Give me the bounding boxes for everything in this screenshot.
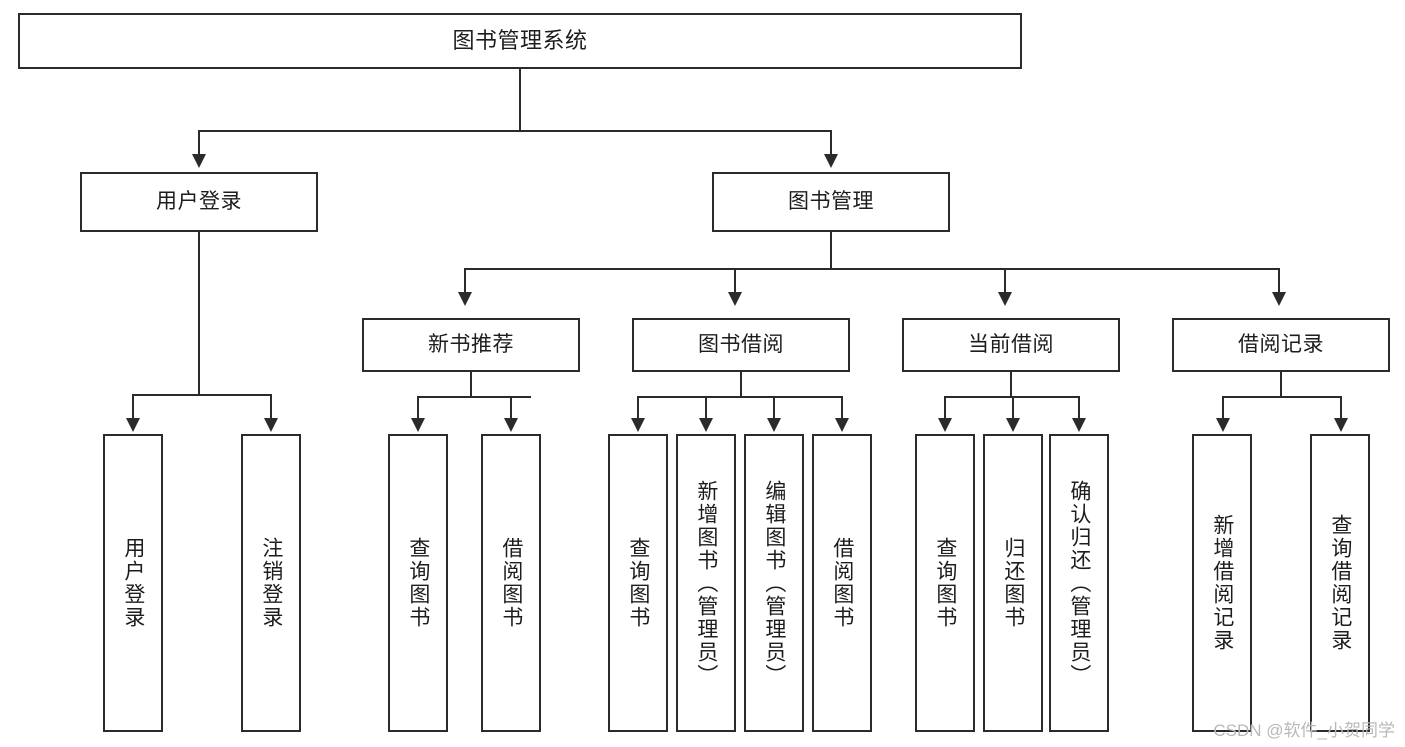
leaf-book-borrow-add[interactable]: 新增图书（管理员）	[676, 434, 736, 732]
arrow-bm-to-new-book	[458, 292, 472, 306]
arrow-book-borrow-to-leaf-2	[699, 418, 713, 432]
node-new-book-recommend[interactable]: 新书推荐	[362, 318, 580, 372]
connector-borrow-record-to-leaf-1	[1222, 396, 1224, 420]
arrow-borrow-record-to-leaf-2	[1334, 418, 1348, 432]
arrow-user-login-to-leaf-2	[264, 418, 278, 432]
node-label: 编辑图书（管理员）	[762, 479, 786, 687]
connector-new-book-to-leaf-2	[510, 396, 512, 420]
node-label: 图书管理	[788, 189, 874, 213]
leaf-book-borrow-borrow[interactable]: 借阅图书	[812, 434, 872, 732]
node-book-borrow[interactable]: 图书借阅	[632, 318, 850, 372]
arrow-bm-to-borrow-record	[1272, 292, 1286, 306]
node-label: 查询图书	[933, 537, 957, 629]
connector-new-book-stem	[470, 372, 472, 398]
node-label: 借阅图书	[499, 537, 523, 629]
connector-current-borrow-to-leaf-2	[1012, 396, 1014, 420]
arrow-book-borrow-to-leaf-3	[767, 418, 781, 432]
connector-bm-to-borrow-record	[1278, 268, 1280, 294]
arrow-current-borrow-to-leaf-1	[938, 418, 952, 432]
node-label: 用户登录	[156, 189, 242, 213]
node-label: 注销登录	[259, 537, 283, 629]
arrow-root-to-user-login	[192, 154, 206, 168]
leaf-borrow-record-add[interactable]: 新增借阅记录	[1192, 434, 1252, 732]
connector-book-borrow-to-leaf-3	[773, 396, 775, 420]
connector-user-login-to-leaf-1	[132, 394, 134, 420]
leaf-new-book-borrow[interactable]: 借阅图书	[481, 434, 541, 732]
leaf-user-login-logout[interactable]: 注销登录	[241, 434, 301, 732]
node-root-book-management-system[interactable]: 图书管理系统	[18, 13, 1022, 69]
connector-book-borrow-stem	[740, 372, 742, 398]
leaf-new-book-query[interactable]: 查询图书	[388, 434, 448, 732]
node-label: 归还图书	[1001, 537, 1025, 629]
node-label: 图书借阅	[698, 332, 784, 356]
node-borrow-record[interactable]: 借阅记录	[1172, 318, 1390, 372]
connector-user-login-to-leaf-2	[270, 394, 272, 420]
node-label: 借阅记录	[1238, 332, 1324, 356]
leaf-user-login-login[interactable]: 用户登录	[103, 434, 163, 732]
arrow-bm-to-current-borrow	[998, 292, 1012, 306]
node-label: 用户登录	[121, 537, 145, 629]
arrow-root-to-book-management	[824, 154, 838, 168]
arrow-user-login-to-leaf-1	[126, 418, 140, 432]
connector-current-borrow-stem	[1010, 372, 1012, 398]
connector-new-book-to-leaf-1	[417, 396, 419, 420]
connector-root-stem	[519, 69, 521, 131]
connector-book-borrow-bus	[637, 396, 843, 398]
connector-book-borrow-to-leaf-4	[841, 396, 843, 420]
connector-new-book-bus	[417, 396, 531, 398]
connector-borrow-record-stem	[1280, 372, 1282, 398]
node-user-login[interactable]: 用户登录	[80, 172, 318, 232]
leaf-book-borrow-edit[interactable]: 编辑图书（管理员）	[744, 434, 804, 732]
connector-root-to-user-login	[198, 130, 200, 156]
leaf-book-borrow-query[interactable]: 查询图书	[608, 434, 668, 732]
connector-root-bus	[198, 130, 832, 132]
node-current-borrow[interactable]: 当前借阅	[902, 318, 1120, 372]
connector-borrow-record-bus	[1222, 396, 1342, 398]
node-label: 查询图书	[406, 537, 430, 629]
node-book-management[interactable]: 图书管理	[712, 172, 950, 232]
connector-user-login-stem	[198, 232, 200, 396]
connector-book-management-stem	[830, 232, 832, 270]
node-label: 确认归还（管理员）	[1067, 479, 1091, 687]
leaf-current-borrow-confirm-return[interactable]: 确认归还（管理员）	[1049, 434, 1109, 732]
connector-root-to-book-management	[830, 130, 832, 156]
node-label: 新书推荐	[428, 332, 514, 356]
arrow-new-book-to-leaf-1	[411, 418, 425, 432]
node-label: 查询借阅记录	[1328, 514, 1352, 652]
arrow-current-borrow-to-leaf-2	[1006, 418, 1020, 432]
connector-book-borrow-to-leaf-1	[637, 396, 639, 420]
connector-bm-to-current-borrow	[1004, 268, 1006, 294]
connector-user-login-bus	[132, 394, 272, 396]
arrow-current-borrow-to-leaf-3	[1072, 418, 1086, 432]
node-label: 图书管理系统	[452, 28, 588, 54]
connector-bm-to-book-borrow	[734, 268, 736, 294]
arrow-book-borrow-to-leaf-1	[631, 418, 645, 432]
connector-current-borrow-to-leaf-3	[1078, 396, 1080, 420]
connector-current-borrow-to-leaf-1	[944, 396, 946, 420]
node-label: 查询图书	[626, 537, 650, 629]
arrow-new-book-to-leaf-2	[504, 418, 518, 432]
node-label: 借阅图书	[830, 537, 854, 629]
node-label: 新增图书（管理员）	[694, 479, 718, 687]
leaf-borrow-record-query[interactable]: 查询借阅记录	[1310, 434, 1370, 732]
watermark-text: CSDN @软件_小贺同学	[1213, 721, 1395, 740]
connector-borrow-record-to-leaf-2	[1340, 396, 1342, 420]
connector-bm-to-new-book	[464, 268, 466, 294]
arrow-book-borrow-to-leaf-4	[835, 418, 849, 432]
connector-book-borrow-to-leaf-2	[705, 396, 707, 420]
arrow-borrow-record-to-leaf-1	[1216, 418, 1230, 432]
node-label: 当前借阅	[968, 332, 1054, 356]
leaf-current-borrow-query[interactable]: 查询图书	[915, 434, 975, 732]
arrow-bm-to-book-borrow	[728, 292, 742, 306]
connector-book-management-bus	[464, 268, 1280, 270]
leaf-current-borrow-return[interactable]: 归还图书	[983, 434, 1043, 732]
node-label: 新增借阅记录	[1210, 514, 1234, 652]
